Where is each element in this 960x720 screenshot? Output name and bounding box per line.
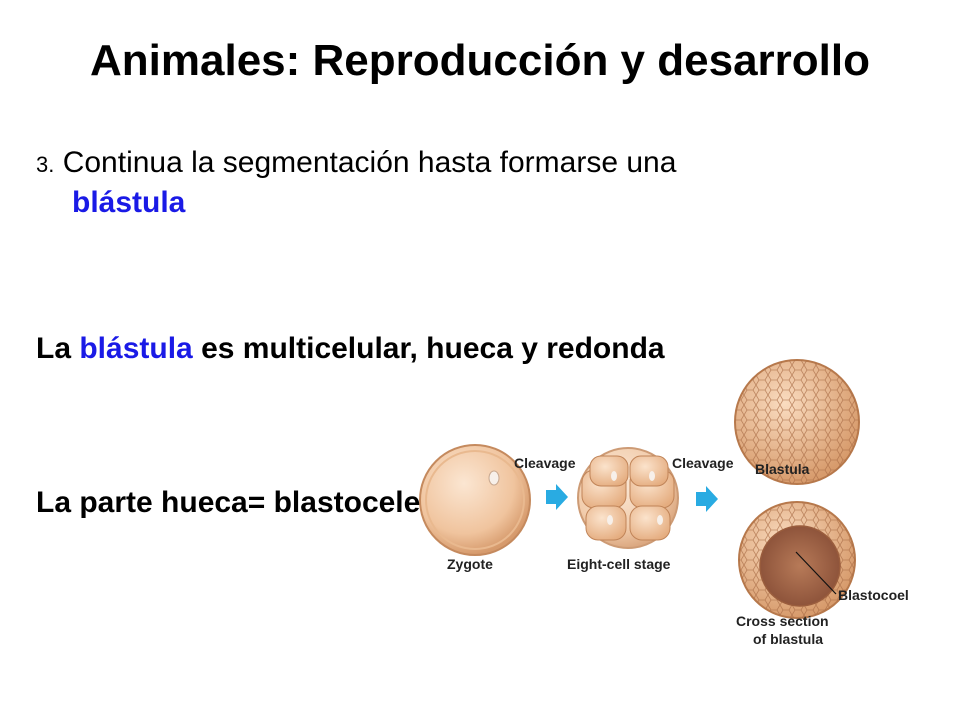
point-text: Continua la segmentación hasta formarse … [62,146,677,179]
line-highlight: blástula [79,332,193,365]
point-highlight: blástula [72,186,186,219]
slide-title: Animales: Reproducción y desarrollo [90,36,870,85]
eight-cell-embryo [577,447,679,549]
arrow-icon [546,484,568,510]
blastula-cross-section [738,501,856,619]
arrow-icon [696,486,718,512]
blastula-description: La blástula es multicelular, hueca y red… [36,332,665,366]
blastocele-line: La parte hueca= blastocele [36,486,421,519]
line-prefix: La [36,332,72,365]
zygote-label: Zygote [447,556,493,572]
blastocoel-label: Blastocoel [838,587,909,603]
cross-section-label-2: of blastula [753,631,823,647]
cleavage-label-2: Cleavage [672,455,734,471]
cross-section-label-1: Cross section [736,613,829,629]
point-3: 3. Continua la segmentación hasta formar… [36,144,916,222]
zygote-cell [419,444,531,556]
cleavage-label-1: Cleavage [514,455,576,471]
blastula [734,359,860,485]
point-number: 3. [36,152,55,177]
eight-cell-label: Eight-cell stage [567,556,671,572]
line-suffix: es multicelular, hueca y redonda [201,332,665,365]
blastula-label: Blastula [755,461,810,477]
